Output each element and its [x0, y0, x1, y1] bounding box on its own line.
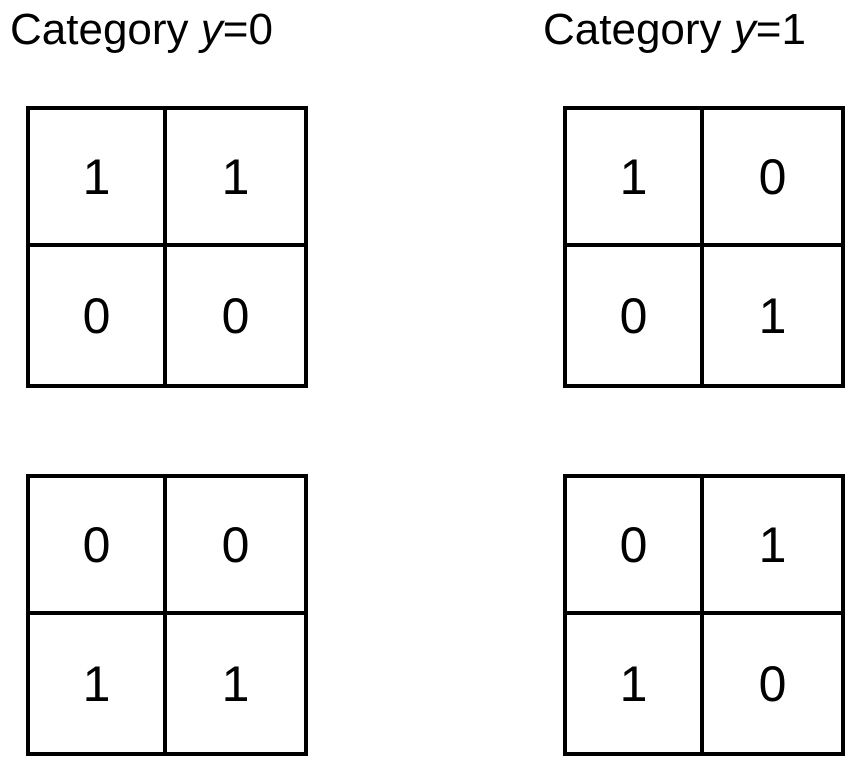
heading-prefix: Category [10, 5, 201, 54]
grid-cell: 1 [704, 478, 841, 615]
heading-variable: y [733, 5, 756, 54]
grid-cell: 0 [30, 478, 167, 615]
grid-cell: 0 [758, 655, 787, 712]
grid-cell: 0 [567, 478, 704, 615]
pattern-grid-y0-top: 1 1 0 0 [26, 106, 308, 388]
heading-suffix: =1 [755, 5, 806, 54]
grid-cell: 0 [704, 110, 841, 247]
heading-variable: y [200, 5, 223, 54]
grid-cell: 0 [221, 287, 250, 344]
heading-suffix: =0 [222, 5, 273, 54]
pattern-grid-y1-bottom: 0 1 1 0 [563, 474, 845, 756]
category-heading-y1: Category y=1 [543, 2, 806, 58]
heading-prefix: Category [543, 5, 734, 54]
grid-cell: 1 [30, 110, 167, 247]
grid-cell: 1 [567, 110, 704, 247]
grid-cell: 1 [567, 615, 704, 752]
grid-cell: 1 [758, 287, 787, 344]
grid-cell: 1 [221, 655, 250, 712]
grid-cell: 0 [30, 247, 167, 384]
grid-cell: 0 [567, 247, 704, 384]
pattern-grid-y0-bottom: 0 0 1 1 [26, 474, 308, 756]
category-heading-y0: Category y=0 [10, 2, 273, 58]
grid-cell: 1 [167, 110, 304, 247]
pattern-grid-y1-top: 1 0 0 1 [563, 106, 845, 388]
grid-cell: 1 [30, 615, 167, 752]
grid-cell: 0 [167, 478, 304, 615]
